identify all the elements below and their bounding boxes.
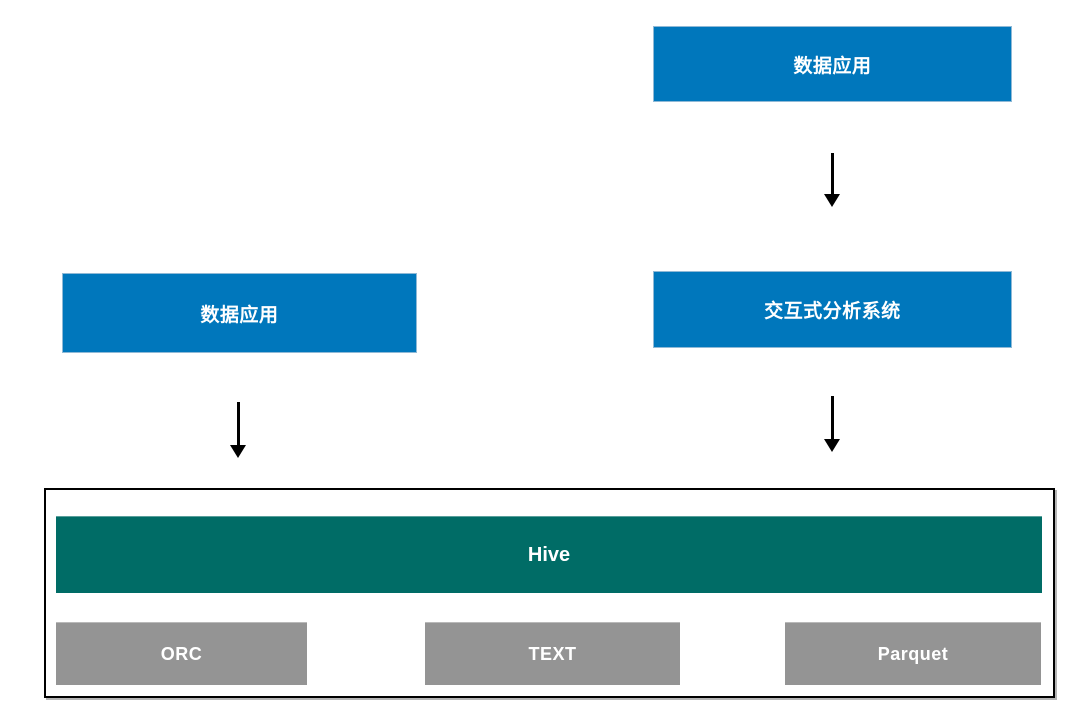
arrow-down-icon <box>230 402 246 458</box>
node-data-app-left-label: 数据应用 <box>200 304 279 326</box>
node-interactive-analysis-system-label: 交互式分析系统 <box>764 301 901 322</box>
node-format-parquet: Parquet <box>785 622 1041 685</box>
node-data-app-left: 数据应用 <box>62 273 417 353</box>
node-format-text: TEXT <box>425 622 680 685</box>
arrow-head <box>824 194 840 207</box>
node-hive: Hive <box>56 516 1042 593</box>
storage-layer-container: Hive ORC TEXT Parquet <box>44 488 1055 698</box>
arrow-shaft <box>830 153 834 194</box>
node-format-text-label: TEXT <box>528 643 577 664</box>
node-data-app-top: 数据应用 <box>653 26 1012 102</box>
arrow-head <box>230 445 246 458</box>
node-interactive-analysis-system: 交互式分析系统 <box>653 271 1012 348</box>
arrow-down-icon <box>824 396 840 452</box>
node-data-app-top-label: 数据应用 <box>793 55 872 77</box>
node-format-orc-label: ORC <box>160 643 203 664</box>
arrow-head <box>824 439 840 452</box>
arrow-shaft <box>830 396 834 439</box>
arrow-down-icon <box>824 153 840 207</box>
node-format-parquet-label: Parquet <box>877 643 949 664</box>
node-format-orc: ORC <box>56 622 307 685</box>
arrow-shaft <box>236 402 240 445</box>
node-hive-label: Hive <box>527 543 571 566</box>
